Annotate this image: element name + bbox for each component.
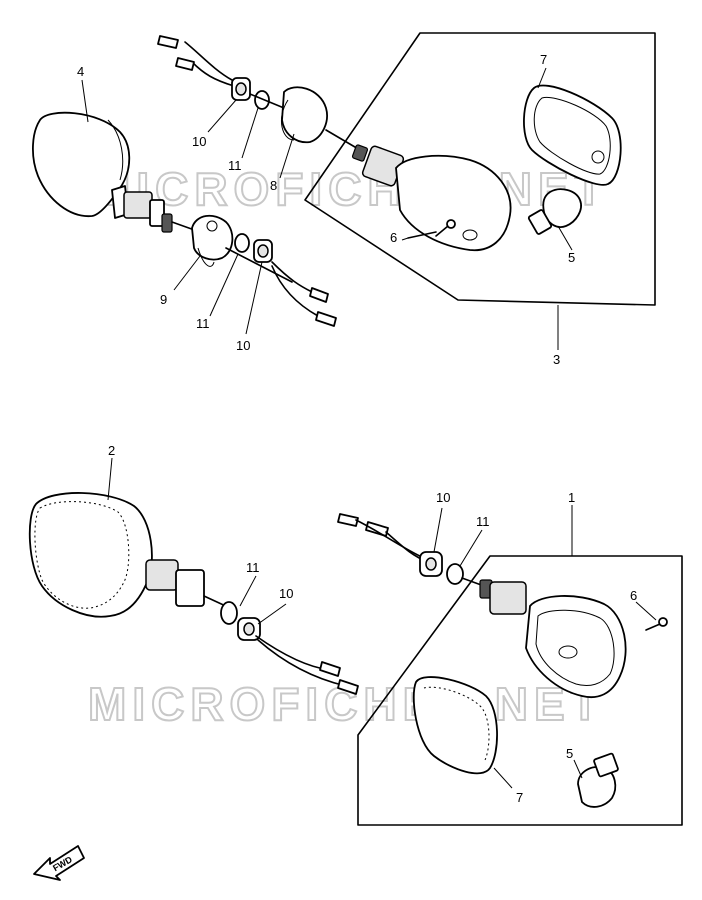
assembly-1-outline bbox=[357, 555, 683, 826]
forward-arrow-icon: FWD bbox=[33, 845, 85, 881]
flasher-3-body bbox=[351, 144, 512, 252]
callout-11-right: 11 bbox=[476, 514, 490, 529]
callout-10-upper: 10 bbox=[192, 134, 206, 149]
flasher-2 bbox=[28, 492, 231, 618]
callout-1: 1 bbox=[568, 490, 575, 505]
collar-10-upper bbox=[231, 77, 251, 101]
callout-9: 9 bbox=[160, 292, 167, 307]
callout-11-left: 11 bbox=[246, 560, 260, 575]
grommet-11-left bbox=[220, 601, 238, 625]
lens-7-lower bbox=[412, 676, 498, 775]
callout-7-upper: 7 bbox=[540, 52, 547, 67]
callout-10-left: 10 bbox=[279, 586, 293, 601]
callout-6-lower: 6 bbox=[630, 588, 637, 603]
flasher-4 bbox=[32, 111, 201, 233]
bulb-5-upper bbox=[527, 188, 582, 235]
grommet-11-right bbox=[446, 563, 464, 585]
lower-assembly bbox=[28, 457, 683, 826]
collar-10-left bbox=[237, 617, 261, 641]
bulb-5-lower bbox=[577, 752, 619, 808]
grommet-11-upper bbox=[254, 90, 270, 110]
callout-8: 8 bbox=[270, 178, 277, 193]
assembly-3-outline bbox=[304, 32, 656, 306]
bracket-9 bbox=[191, 214, 234, 267]
callout-5-lower: 5 bbox=[566, 746, 573, 761]
callout-5-upper: 5 bbox=[568, 250, 575, 265]
callout-10-lower: 10 bbox=[236, 338, 250, 353]
callout-4: 4 bbox=[77, 64, 84, 79]
screw-6-upper bbox=[407, 219, 456, 239]
callout-3: 3 bbox=[553, 352, 560, 367]
callout-6-upper: 6 bbox=[390, 230, 397, 245]
callout-10-right: 10 bbox=[436, 490, 450, 505]
callout-2: 2 bbox=[108, 443, 115, 458]
collar-10-lower bbox=[253, 239, 273, 263]
upper-assembly bbox=[32, 32, 656, 350]
callout-7-lower: 7 bbox=[516, 790, 523, 805]
lens-7-upper bbox=[523, 84, 622, 186]
callout-11-lower: 11 bbox=[196, 316, 210, 331]
callout-11-upper: 11 bbox=[228, 158, 242, 173]
grommet-11-lower bbox=[234, 233, 250, 253]
watermark-top: MICROFICHES.NET bbox=[92, 163, 609, 215]
flasher-1-body bbox=[479, 579, 627, 698]
collar-10-right bbox=[419, 551, 443, 577]
screw-6-lower bbox=[645, 617, 668, 631]
bracket-8 bbox=[280, 86, 328, 144]
